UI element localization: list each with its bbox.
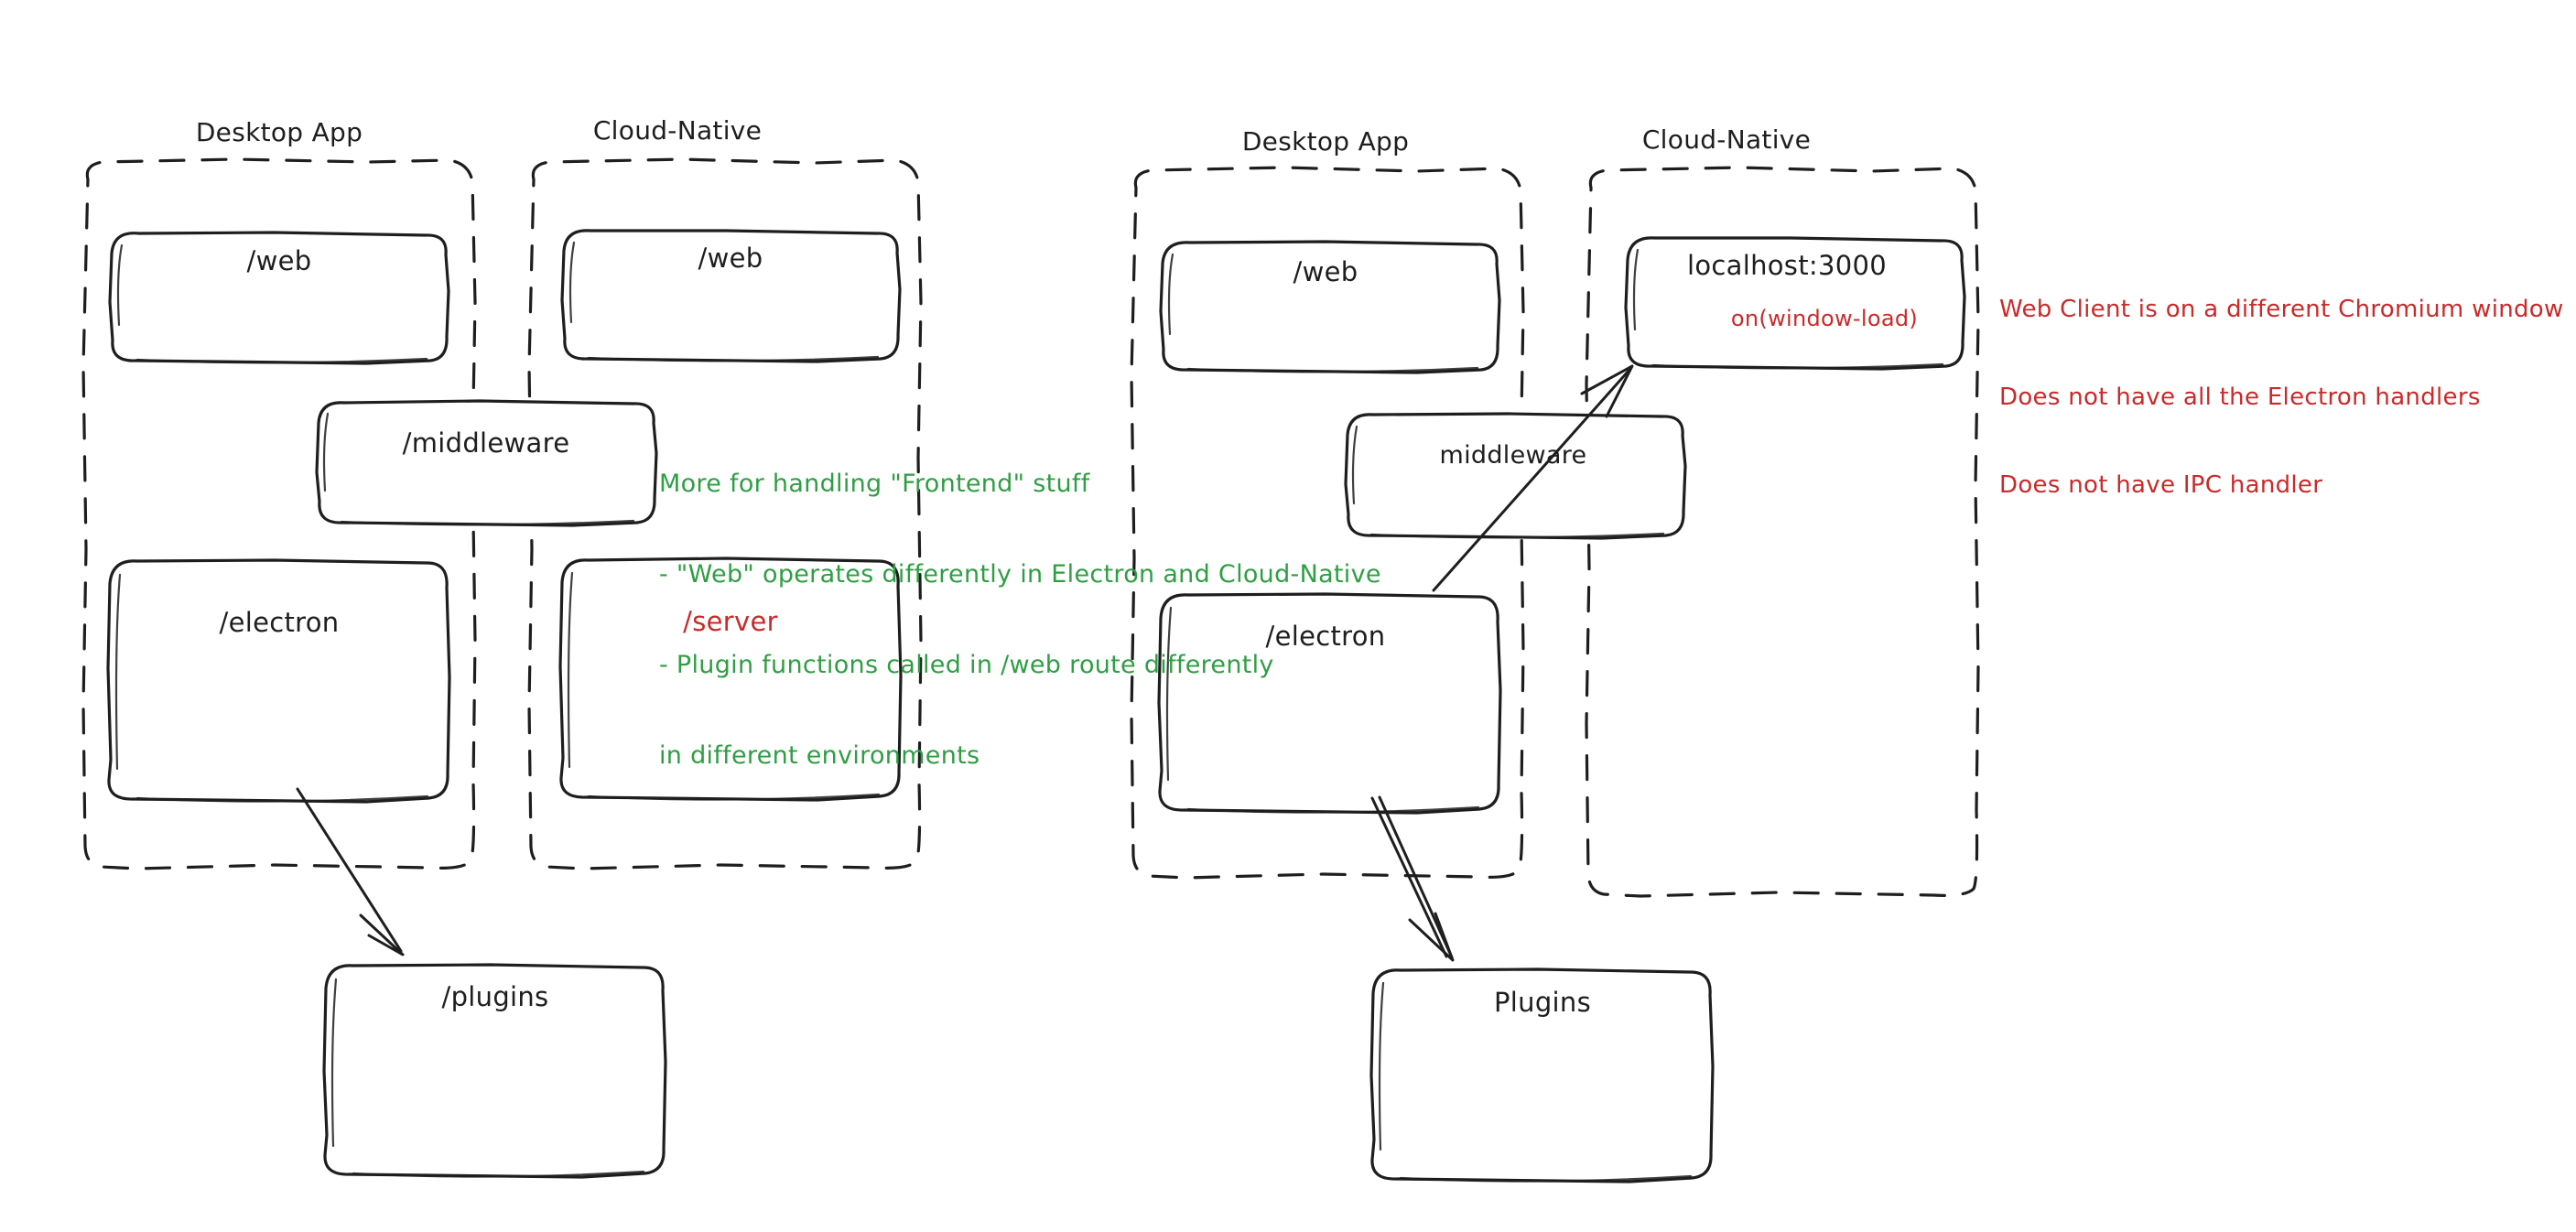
right-box-localhost-label: localhost:3000 xyxy=(1687,250,1887,281)
left-green-note-line-1: More for handling "Frontend" stuff xyxy=(659,470,1090,498)
right-red-note: Web Client is on a different Chromium wi… xyxy=(1999,236,2576,558)
left-electron-outline xyxy=(106,558,451,804)
left-box-web-cloud-label: /web xyxy=(698,243,763,274)
left-group-title-cloud-native: Cloud-Native xyxy=(592,115,763,146)
right-box-web-label: /web xyxy=(1293,256,1358,287)
right-box-plugins-label: Plugins xyxy=(1494,987,1591,1018)
right-red-note-line-3: Does not have IPC handler xyxy=(1999,471,2323,499)
left-green-note: More for handling "Frontend" stuff - "We… xyxy=(659,408,1410,831)
left-middleware-outline xyxy=(315,399,658,527)
right-red-note-line-2: Does not have all the Electron handlers xyxy=(1999,384,2481,411)
right-red-note-line-1: Web Client is on a different Chromium wi… xyxy=(1999,296,2564,323)
left-green-note-line-4: in different environments xyxy=(659,741,980,770)
left-box-middleware-label: /middleware xyxy=(402,427,570,459)
left-box-web-desktop-label: /web xyxy=(246,245,312,276)
right-arrow-electron-to-localhost xyxy=(1432,364,1634,592)
left-arrow-electron-to-plugins xyxy=(296,787,405,956)
right-box-middleware-label: middleware xyxy=(1439,441,1587,470)
left-box-server-label: /server xyxy=(683,606,778,637)
left-green-note-line-2: - "Web" operates differently in Electron… xyxy=(659,560,1381,589)
right-group-title-desktop-app: Desktop App xyxy=(1241,126,1410,157)
left-box-electron-label: /electron xyxy=(219,607,340,638)
right-group-title-cloud-native: Cloud-Native xyxy=(1641,124,1812,155)
left-green-note-line-3: - Plugin functions called in /web route … xyxy=(659,651,1274,679)
right-box-electron-label: /electron xyxy=(1265,621,1386,652)
right-box-localhost-sublabel: on(window-load) xyxy=(1730,306,1919,331)
left-box-plugins-label: /plugins xyxy=(441,981,549,1012)
left-group-title-desktop-app: Desktop App xyxy=(195,117,363,147)
